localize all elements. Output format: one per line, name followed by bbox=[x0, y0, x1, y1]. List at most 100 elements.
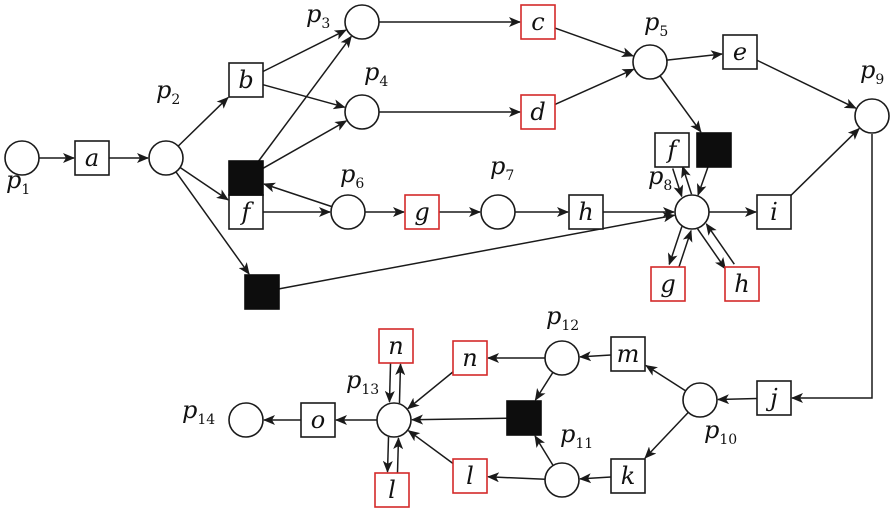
place-p3 bbox=[344, 4, 380, 40]
transition-e: e bbox=[722, 34, 758, 70]
transition-c: c bbox=[520, 4, 556, 40]
transition-a: a bbox=[74, 140, 110, 176]
transition-label-m: m bbox=[617, 340, 640, 368]
arc-i-to-p9 bbox=[790, 127, 860, 196]
place-p4 bbox=[344, 94, 380, 130]
place-label-p8: p8 bbox=[648, 162, 672, 194]
arc-p2-to-s2 bbox=[175, 171, 250, 275]
silent-transition-s1 bbox=[228, 160, 264, 196]
place-p6 bbox=[330, 194, 366, 230]
place-p2 bbox=[148, 140, 184, 176]
nodes-layer: a b c d e f f g g h h i j k l l m n n o bbox=[4, 4, 890, 508]
arc-p8-to-f2 bbox=[681, 165, 693, 195]
arc-g2-to-p8 bbox=[677, 229, 693, 269]
arc-l2-to-p13 bbox=[393, 437, 404, 474]
transition-label-l1: l bbox=[466, 462, 474, 490]
transition-label-i: i bbox=[770, 198, 778, 226]
transition-g2: g bbox=[650, 266, 686, 302]
transition-j: j bbox=[756, 380, 792, 416]
place-label-p9: p9 bbox=[860, 56, 884, 88]
arc-p13-to-n2 bbox=[395, 363, 406, 404]
arc-s3-to-p8 bbox=[696, 166, 709, 196]
transition-f2: f bbox=[654, 132, 690, 168]
arc-l1-to-p13 bbox=[407, 430, 454, 465]
transition-label-n1: n bbox=[462, 344, 477, 372]
arc-p2-to-b bbox=[177, 96, 229, 147]
arc-p8-to-g2 bbox=[667, 226, 683, 266]
arc-p9-to-j bbox=[791, 134, 873, 403]
transition-label-g1: g bbox=[414, 198, 429, 226]
transition-k: k bbox=[610, 458, 646, 494]
place-label-p1: p1 bbox=[6, 166, 30, 198]
transition-f1: f bbox=[228, 194, 264, 230]
place-p9 bbox=[854, 98, 890, 134]
place-label-p4: p4 bbox=[364, 58, 388, 90]
transition-d: d bbox=[520, 94, 556, 130]
transition-l2: l bbox=[374, 472, 410, 508]
place-p12 bbox=[544, 340, 580, 376]
arc-d-to-p5 bbox=[554, 68, 635, 106]
transition-l1: l bbox=[452, 458, 488, 494]
place-p14 bbox=[228, 402, 264, 438]
transition-label-e: e bbox=[733, 38, 747, 66]
transition-m: m bbox=[610, 336, 646, 372]
place-p5 bbox=[632, 44, 668, 80]
arc-e-to-p9 bbox=[756, 59, 857, 109]
transition-h1: h bbox=[568, 194, 604, 230]
arc-s4-to-p13 bbox=[410, 414, 508, 425]
place-label-p11: p11 bbox=[560, 420, 593, 452]
arcs-layer bbox=[39, 17, 873, 484]
transition-n2: n bbox=[378, 328, 414, 364]
place-p1 bbox=[4, 140, 40, 176]
arc-j-to-p10 bbox=[716, 394, 758, 405]
place-p13 bbox=[376, 402, 412, 438]
transition-label-h2: h bbox=[734, 270, 749, 298]
arc-b-to-p4 bbox=[262, 83, 346, 110]
transition-n1: n bbox=[452, 340, 488, 376]
place-label-p7: p7 bbox=[490, 152, 514, 184]
place-label-p5: p5 bbox=[644, 8, 668, 40]
place-label-p12: p12 bbox=[546, 302, 579, 334]
arc-p10-to-k bbox=[644, 411, 689, 459]
arc-n1-to-p13 bbox=[407, 371, 454, 410]
arc-p8-to-h2 bbox=[696, 228, 727, 270]
arc-n2-to-p13 bbox=[384, 362, 395, 403]
arc-k-to-p11 bbox=[578, 473, 612, 484]
silent-transition-s2 bbox=[244, 274, 280, 310]
arc-p6-to-s1 bbox=[263, 182, 333, 208]
place-label-p13: p13 bbox=[346, 366, 379, 398]
transition-label-n2: n bbox=[388, 332, 403, 360]
arc-p13-to-l2 bbox=[382, 436, 393, 473]
transition-b: b bbox=[228, 62, 264, 98]
arc-f2-to-p8 bbox=[672, 168, 684, 198]
arc-p2-to-f1 bbox=[179, 166, 229, 201]
arc-p5-to-s3 bbox=[659, 75, 702, 133]
transition-label-d: d bbox=[530, 98, 545, 126]
arc-h2-to-p8 bbox=[705, 223, 735, 265]
place-label-p10: p10 bbox=[704, 416, 737, 448]
place-p7 bbox=[480, 194, 516, 230]
transition-label-h1: h bbox=[578, 198, 593, 226]
transition-label-k: k bbox=[621, 462, 636, 490]
transition-o: o bbox=[300, 402, 336, 438]
silent-transition-s4 bbox=[506, 400, 542, 436]
arc-p11-to-s4 bbox=[534, 435, 554, 466]
arc-m-to-p12 bbox=[578, 351, 612, 362]
place-label-p6: p6 bbox=[340, 160, 364, 192]
arc-p12-to-s4 bbox=[534, 371, 554, 401]
transition-h2: h bbox=[724, 266, 760, 302]
place-p10 bbox=[682, 382, 718, 418]
arc-s1-to-p3 bbox=[258, 35, 352, 162]
transition-label-g2: g bbox=[660, 270, 675, 298]
transition-label-a: a bbox=[85, 144, 99, 172]
transition-label-b: b bbox=[238, 66, 253, 94]
place-label-p3: p3 bbox=[306, 0, 330, 32]
arc-c-to-p5 bbox=[554, 27, 634, 57]
transition-label-l2: l bbox=[388, 476, 396, 504]
place-label-p14: p14 bbox=[182, 396, 215, 428]
transition-label-c: c bbox=[531, 8, 544, 36]
place-p11 bbox=[544, 462, 580, 498]
transition-g1: g bbox=[404, 194, 440, 230]
